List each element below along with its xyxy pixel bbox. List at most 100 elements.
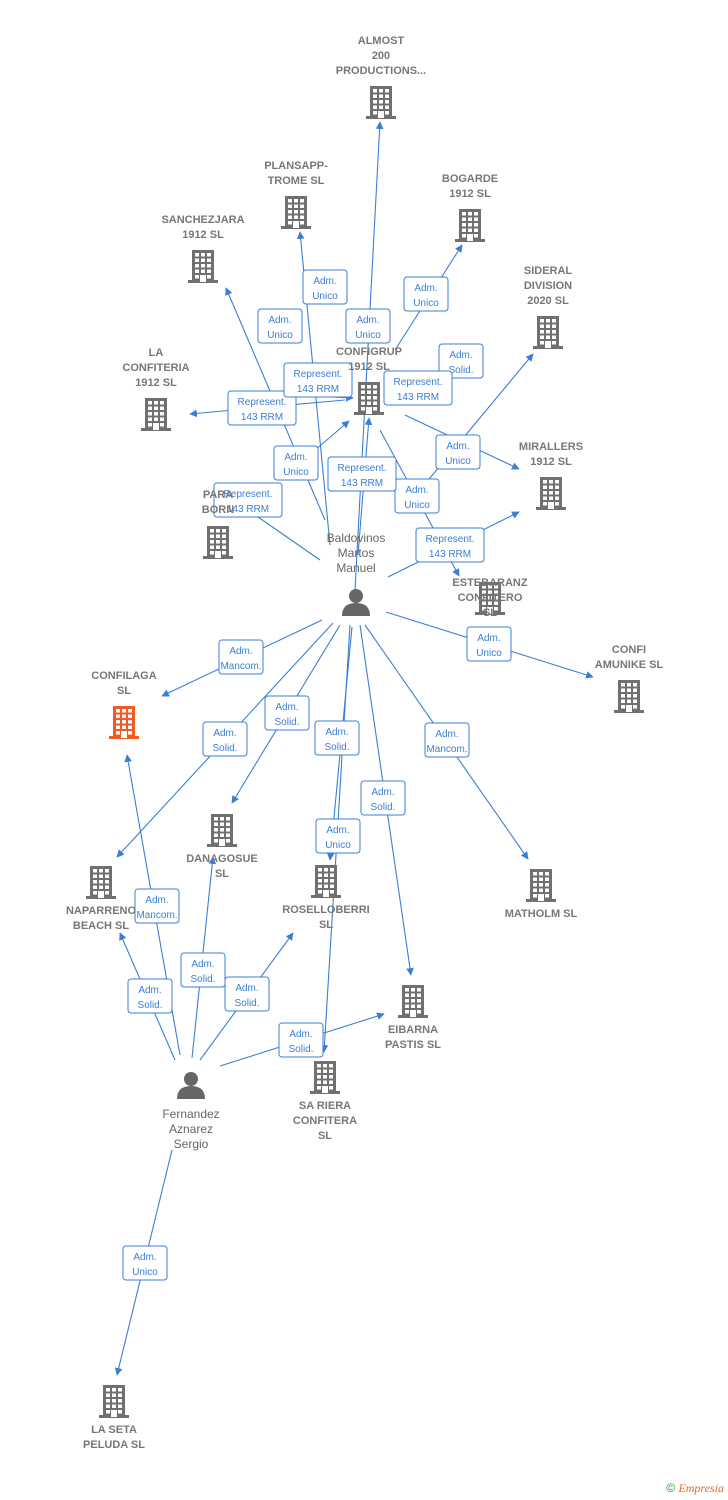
edge-label-baldovinos-matholm[interactable]: Adm.Mancom. — [424, 722, 470, 758]
edge-label-fernandez-naparreno[interactable]: Adm.Solid. — [127, 978, 173, 1014]
company-node-confilaga[interactable]: CONFILAGA SL — [91, 670, 157, 739]
company-node-mirallers[interactable]: MIRALLERS 1912 SL — [519, 441, 583, 510]
company-name[interactable]: TROME SL — [268, 175, 325, 187]
company-node-sideral[interactable]: SIDERAL DIVISION 2020 SL — [524, 265, 573, 349]
company-name[interactable]: NAPARRENO — [66, 905, 137, 917]
company-name[interactable]: LA — [149, 347, 164, 359]
edge-label-baldovinos-estebaranz[interactable]: Adm.Unico — [394, 478, 440, 514]
company-name[interactable]: BOGARDE — [442, 173, 498, 185]
edge-label-extra-r2[interactable]: Represent.143 RRM — [383, 370, 453, 406]
edge-label-baldovinos-naparreno[interactable]: Adm.Solid. — [202, 721, 248, 757]
company-name[interactable]: CONFITERIA — [122, 362, 189, 374]
edge-label-baldovinos-sanchezjara[interactable]: Adm.Unico — [257, 308, 303, 344]
edge-label-fernandez-confilaga[interactable]: Adm.Mancom. — [134, 888, 180, 924]
company-name[interactable]: 200 — [372, 50, 390, 62]
company-name[interactable]: CONFIGRUP — [336, 346, 402, 358]
edge-label-baldovinos-confilaga[interactable]: Adm.Mancom. — [218, 639, 264, 675]
company-node-paraborn[interactable]: PARA BORN — [202, 489, 234, 559]
edge-label-baldovinos-mirallers[interactable]: Adm.Unico — [435, 434, 481, 470]
company-name[interactable]: 2020 SL — [527, 295, 569, 307]
company-name[interactable]: CONFITERA — [293, 1115, 357, 1127]
company-name[interactable]: DIVISION — [524, 280, 572, 292]
person-name[interactable]: Baldovinos — [327, 531, 386, 545]
company-name[interactable]: CONFITERO — [458, 592, 523, 604]
company-node-danagosue[interactable]: DANAGOSUE SL — [186, 814, 258, 880]
company-name[interactable]: SL — [215, 868, 229, 880]
company-name[interactable]: DANAGOSUE — [186, 853, 258, 865]
edge-label-baldovinos-bogarde[interactable]: Adm.Unico — [403, 276, 449, 312]
company-name[interactable]: PRODUCTIONS... — [336, 65, 426, 77]
company-name[interactable]: MIRALLERS — [519, 441, 583, 453]
company-name[interactable]: CONFILAGA — [91, 670, 156, 682]
company-name[interactable]: SA RIERA — [299, 1100, 351, 1112]
company-name[interactable]: SL — [117, 685, 131, 697]
company-name[interactable]: ROSELLOBERRI — [282, 904, 369, 916]
person-name[interactable]: Aznarez — [169, 1122, 213, 1136]
company-name[interactable]: 1912 SL — [449, 188, 491, 200]
edge-label-extra-r3[interactable]: Represent.143 RRM — [327, 456, 397, 492]
company-name[interactable]: PARA — [203, 489, 233, 501]
company-node-estebaranz[interactable]: ESTEBARANZ CONFITERO SL — [452, 577, 527, 619]
company-node-naparreno[interactable]: NAPARRENO BEACH SL — [66, 866, 137, 932]
company-node-matholm[interactable]: MATHOLM SL — [505, 869, 578, 920]
company-node-sariera[interactable]: SA RIERA CONFITERA SL — [293, 1061, 357, 1142]
person-name[interactable]: Sergio — [174, 1137, 209, 1151]
edge-label-fernandez-roselloberri[interactable]: Adm.Solid. — [224, 976, 270, 1012]
company-node-bogarde[interactable]: BOGARDE 1912 SL — [442, 173, 498, 242]
edge-label-baldovinos-plansapp[interactable]: Adm.Unico — [302, 269, 348, 305]
edge-label-extra-r4[interactable]: Represent.143 RRM — [415, 527, 485, 563]
company-name[interactable]: BORN — [202, 504, 234, 516]
person-name[interactable]: Fernandez — [162, 1107, 219, 1121]
company-name[interactable]: 1912 SL — [348, 361, 390, 373]
edge-label-baldovinos-sideral[interactable]: Adm.Solid. — [438, 343, 484, 379]
company-name[interactable]: EIBARNA — [388, 1024, 438, 1036]
relation-label-text: Solid. — [234, 998, 259, 1009]
brand-logo[interactable]: Empresia — [678, 1481, 724, 1495]
company-name[interactable]: MATHOLM SL — [505, 908, 578, 920]
edge-label-baldovinos-almost200[interactable]: Adm.Unico — [345, 308, 391, 344]
company-node-roselloberri[interactable]: ROSELLOBERRI SL — [282, 865, 370, 931]
company-name[interactable]: AMUNIKE SL — [595, 659, 664, 671]
edge-label-baldovinos-sariera[interactable]: Adm.Unico — [315, 818, 361, 854]
company-node-sanchezjara[interactable]: SANCHEZJARA 1912 SL — [161, 214, 245, 283]
person-name[interactable]: Manuel — [336, 561, 375, 575]
company-name[interactable]: ALMOST — [358, 35, 405, 47]
company-name[interactable]: 1912 SL — [182, 229, 224, 241]
company-name[interactable]: CONFI — [612, 644, 646, 656]
company-node-laconfiteria[interactable]: LA CONFITERIA 1912 SL — [122, 347, 190, 431]
company-name[interactable]: ESTEBARANZ — [452, 577, 527, 589]
person-name[interactable]: Martos — [338, 546, 375, 560]
company-node-lasetapeluda[interactable]: LA SETA PELUDA SL — [83, 1385, 145, 1451]
company-name[interactable]: PLANSAPP- — [264, 160, 328, 172]
edge-label-baldovinos-danagosue[interactable]: Adm.Solid. — [264, 695, 310, 731]
edge-label-fernandez-lasetapeluda[interactable]: Adm.Unico — [122, 1245, 168, 1281]
company-name[interactable]: LA SETA — [91, 1424, 137, 1436]
company-name[interactable]: SIDERAL — [524, 265, 573, 277]
edge-label-extra-u1[interactable]: Adm.Unico — [273, 445, 319, 481]
company-node-eibarna[interactable]: EIBARNA PASTIS SL — [385, 985, 441, 1051]
company-name[interactable]: BEACH SL — [73, 920, 130, 932]
company-node-almost200[interactable]: ALMOST 200PRODUCTIONS... — [336, 35, 426, 119]
edge-label-extra-r1[interactable]: Represent.143 RRM — [283, 362, 353, 398]
edge-label-baldovinos-roselloberri[interactable]: Adm.Solid. — [314, 720, 360, 756]
company-name[interactable]: 1912 SL — [530, 456, 572, 468]
edge-label-baldovinos-confiamunike[interactable]: Adm.Unico — [466, 626, 512, 662]
relation-label-text: Adm. — [133, 1252, 156, 1263]
company-node-configrup[interactable]: CONFIGRUP 1912 SL — [336, 346, 402, 415]
company-name[interactable]: SL — [483, 607, 497, 619]
edge-label-baldovinos-eibarna[interactable]: Adm.Solid. — [360, 780, 406, 816]
edge-label-baldovinos-paraborn[interactable]: Represent.143 RRM — [213, 482, 283, 518]
company-node-confiamunike[interactable]: CONFI AMUNIKE SL — [595, 644, 664, 713]
company-name[interactable]: PASTIS SL — [385, 1039, 441, 1051]
company-name[interactable]: SL — [318, 1130, 332, 1142]
edge-label-fernandez-danagosue[interactable]: Adm.Solid. — [180, 952, 226, 988]
company-name[interactable]: SL — [319, 919, 333, 931]
company-name[interactable]: PELUDA SL — [83, 1439, 145, 1451]
company-node-plansapp[interactable]: PLANSAPP- TROME SL — [264, 160, 328, 229]
company-name[interactable]: 1912 SL — [135, 377, 177, 389]
edge-label-baldovinos-laconfiteria[interactable]: Represent.143 RRM — [227, 390, 297, 426]
edge-label-fernandez-eibarna[interactable]: Adm.Solid. — [278, 1022, 324, 1058]
company-name[interactable]: SANCHEZJARA — [161, 214, 244, 226]
